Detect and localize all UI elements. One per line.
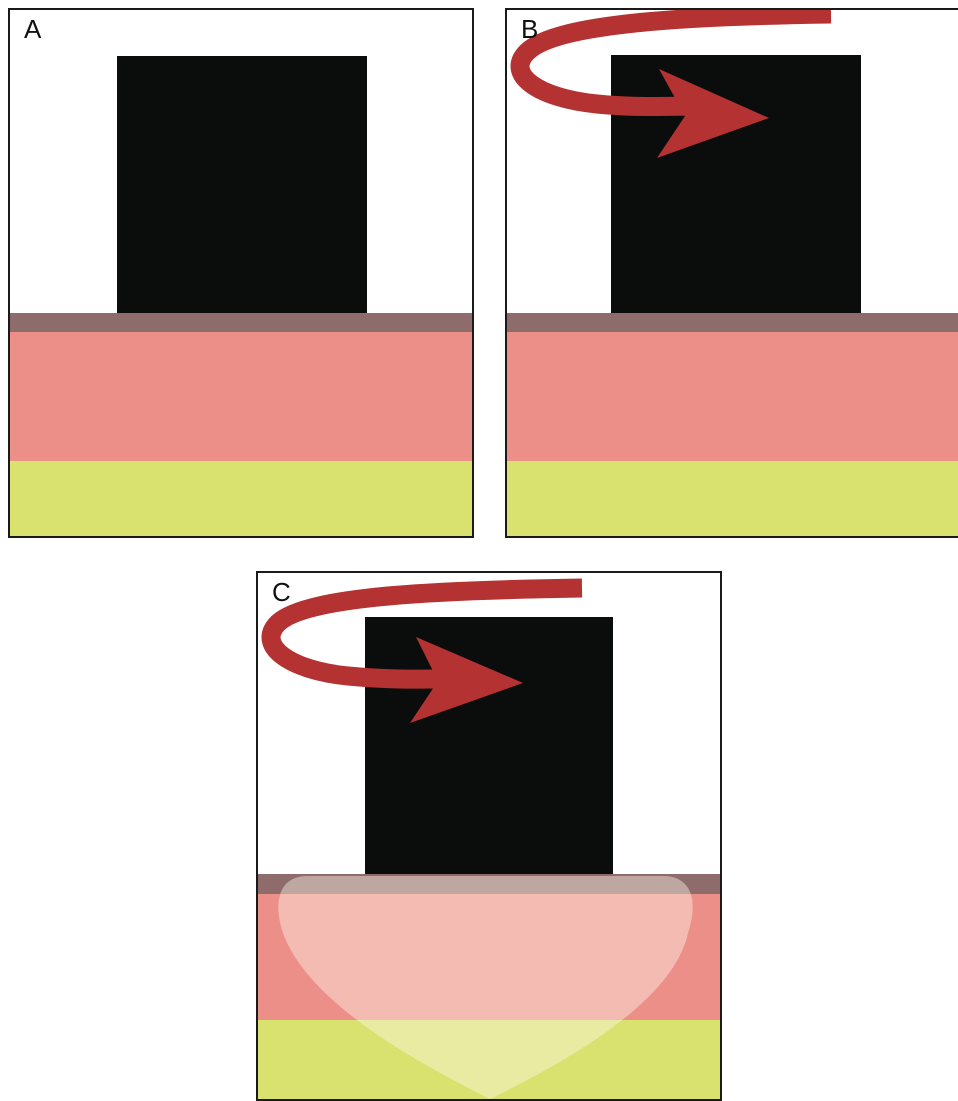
yellow-bottom-layer (507, 461, 958, 536)
panel-c-illustration (258, 573, 720, 1099)
black-block (117, 56, 367, 314)
panel-label-c: C (272, 579, 291, 605)
panel-label-b: B (521, 16, 538, 42)
black-block (365, 617, 613, 877)
thin-top-layer (507, 313, 958, 332)
panel-b-illustration (507, 10, 958, 536)
pink-middle-layer (507, 332, 958, 461)
panel-a-illustration (10, 10, 472, 536)
panel-label-a: A (24, 16, 41, 42)
thin-top-layer (10, 313, 472, 332)
panel-b: B (505, 8, 958, 538)
black-block (611, 55, 861, 314)
panel-c: C (256, 571, 722, 1101)
yellow-bottom-layer (10, 461, 472, 536)
pink-middle-layer (10, 332, 472, 461)
panel-a: A (8, 8, 474, 538)
